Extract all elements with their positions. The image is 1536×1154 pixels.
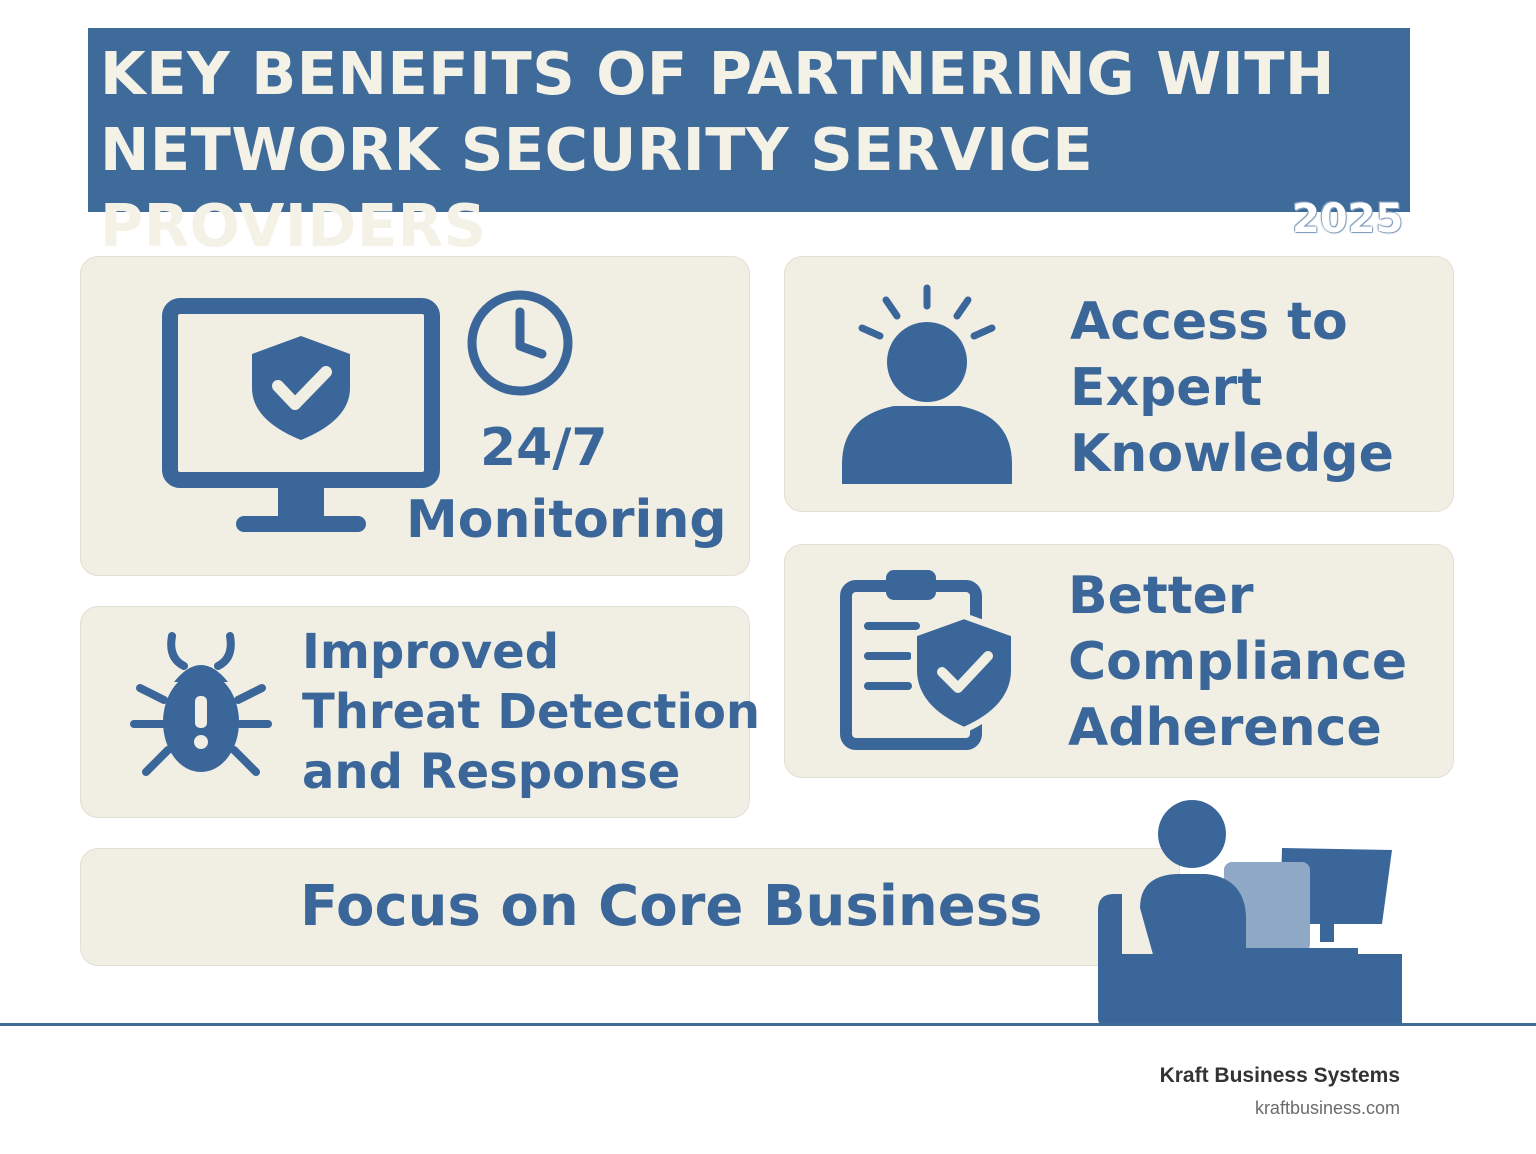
person-idea-icon — [842, 284, 1012, 484]
threat-line-3: and Response — [302, 744, 681, 800]
expert-line-3: Knowledge — [1070, 424, 1394, 484]
footer-url: kraftbusiness.com — [1254, 1098, 1400, 1118]
footer-company-name: Kraft Business Systems — [1159, 1064, 1400, 1087]
footer-divider — [0, 1023, 1536, 1026]
clipboard-shield-icon — [840, 570, 1017, 750]
clock-icon — [467, 290, 573, 396]
compliance-line-2: Compliance — [1068, 632, 1408, 692]
title-banner — [88, 28, 1410, 212]
compliance-line-3: Adherence — [1068, 698, 1382, 758]
page-title: KEY BENEFITS OF PARTNERING WITH NETWORK … — [100, 36, 1420, 264]
year-label: 2025 — [1292, 196, 1404, 242]
compliance-line-1: Better — [1068, 566, 1254, 626]
focus-label: Focus on Core Business — [300, 874, 1043, 939]
monitoring-line-2: Monitoring — [406, 490, 727, 550]
person-at-computer-icon — [1098, 800, 1402, 1024]
monitor-shield-icon — [162, 298, 440, 532]
monitoring-line-1: 24/7 — [480, 418, 608, 478]
card-focus-core-business — [80, 848, 1180, 966]
expert-line-1: Access to — [1070, 292, 1348, 352]
threat-line-1: Improved — [302, 624, 560, 680]
expert-line-2: Expert — [1070, 358, 1263, 418]
page-title-line-2: NETWORK SECURITY SERVICE PROVIDERS — [100, 115, 1094, 260]
bug-alert-icon — [130, 632, 272, 776]
page-title-line-1: KEY BENEFITS OF PARTNERING WITH — [100, 39, 1335, 108]
threat-line-2: Threat Detection — [302, 684, 761, 740]
